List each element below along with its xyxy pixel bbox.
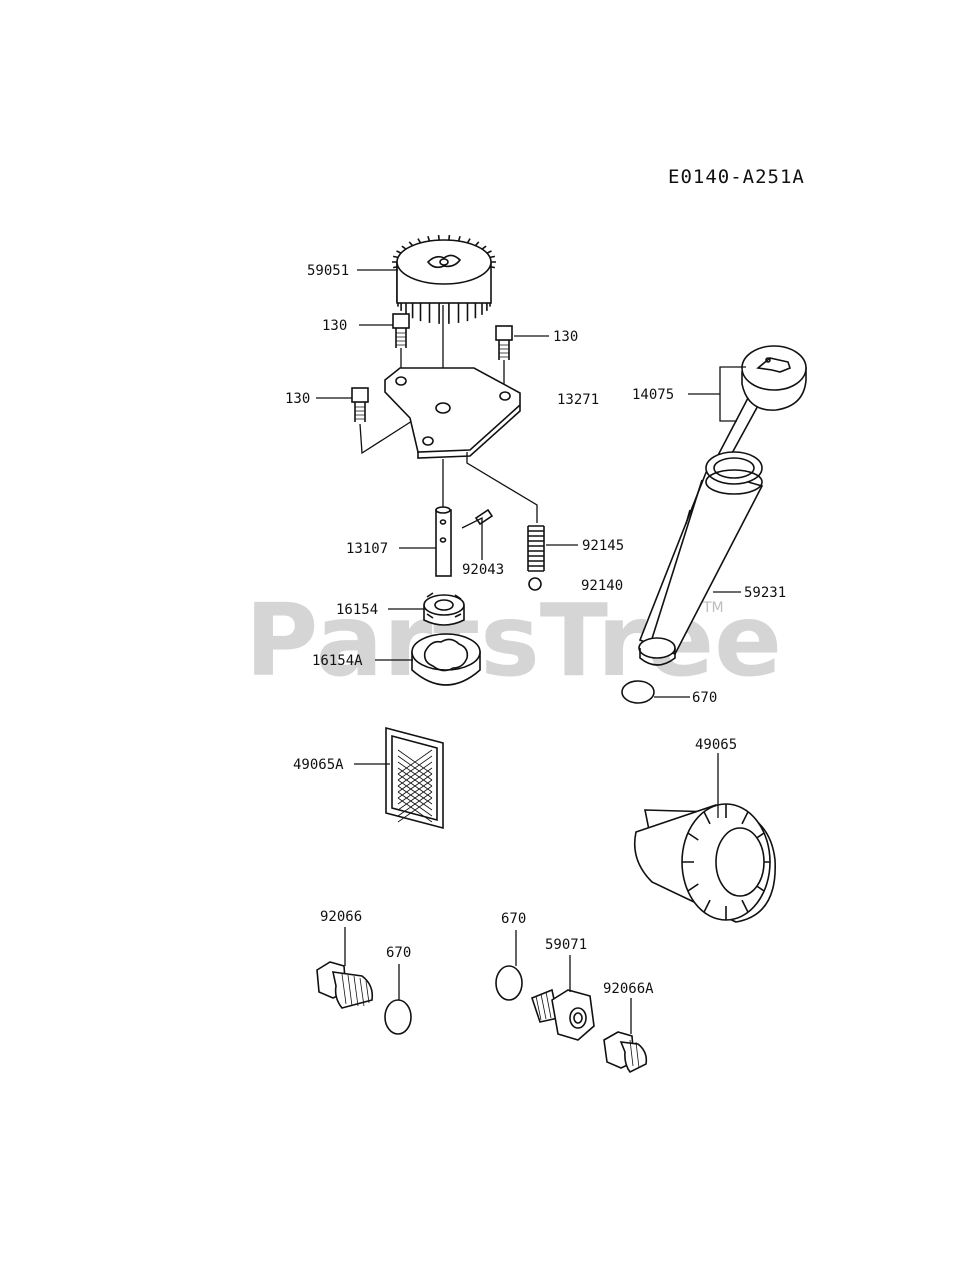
bolt-130-a-drawing[interactable] [392, 313, 410, 348]
part-label-59071[interactable]: 59071 [545, 937, 587, 953]
o-ring-670-a-drawing[interactable] [621, 680, 655, 704]
dipstick-14075-drawing[interactable] [713, 345, 807, 467]
part-label-14075[interactable]: 14075 [632, 387, 674, 403]
part-label-130-c[interactable]: 130 [285, 391, 310, 407]
part-label-16154A[interactable]: 16154A [312, 653, 363, 669]
oil-strainer-49065A-drawing[interactable] [385, 726, 444, 830]
drain-plug-92066-drawing[interactable] [316, 961, 374, 1009]
part-label-49065A[interactable]: 49065A [293, 757, 344, 773]
part-label-670-c[interactable]: 670 [501, 911, 526, 927]
shaft-13107-drawing[interactable] [435, 506, 452, 577]
part-label-130-b[interactable]: 130 [553, 329, 578, 345]
part-label-670-b[interactable]: 670 [386, 945, 411, 961]
part-label-670-a[interactable]: 670 [692, 690, 717, 706]
part-label-16154[interactable]: 16154 [336, 602, 378, 618]
oil-filler-tube-59231-drawing[interactable] [638, 451, 764, 666]
o-ring-670-b-drawing[interactable] [384, 999, 412, 1035]
part-label-92145[interactable]: 92145 [582, 538, 624, 554]
part-label-13271[interactable]: 13271 [557, 392, 599, 408]
ball-92140-drawing[interactable] [528, 577, 542, 591]
part-label-92066[interactable]: 92066 [320, 909, 362, 925]
diagram-code: E0140-A251A [668, 166, 805, 188]
oil-filter-49065-drawing[interactable] [633, 803, 776, 923]
inner-rotor-16154-drawing[interactable] [423, 592, 465, 626]
part-label-49065[interactable]: 49065 [695, 737, 737, 753]
o-ring-670-c-drawing[interactable] [495, 965, 523, 1001]
part-label-13107[interactable]: 13107 [346, 541, 388, 557]
part-label-59051[interactable]: 59051 [307, 263, 349, 279]
part-label-59231[interactable]: 59231 [744, 585, 786, 601]
part-label-92066A[interactable]: 92066A [603, 981, 654, 997]
plug-92066A-drawing[interactable] [603, 1031, 648, 1074]
part-label-92043[interactable]: 92043 [462, 562, 504, 578]
outer-rotor-16154A-drawing[interactable] [411, 633, 481, 686]
part-label-92140[interactable]: 92140 [581, 578, 623, 594]
watermark-trademark: TM [702, 600, 724, 616]
bolt-130-b-drawing[interactable] [495, 325, 513, 360]
pin-92043-drawing[interactable] [474, 508, 494, 526]
part-label-130-a[interactable]: 130 [322, 318, 347, 334]
pump-cover-plate-13271-drawing[interactable] [384, 367, 521, 459]
spring-92145-drawing[interactable] [527, 525, 545, 572]
fitting-59071-drawing[interactable] [531, 988, 595, 1041]
bolt-130-c-drawing[interactable] [351, 387, 369, 422]
gear-59051-drawing[interactable] [392, 235, 496, 324]
